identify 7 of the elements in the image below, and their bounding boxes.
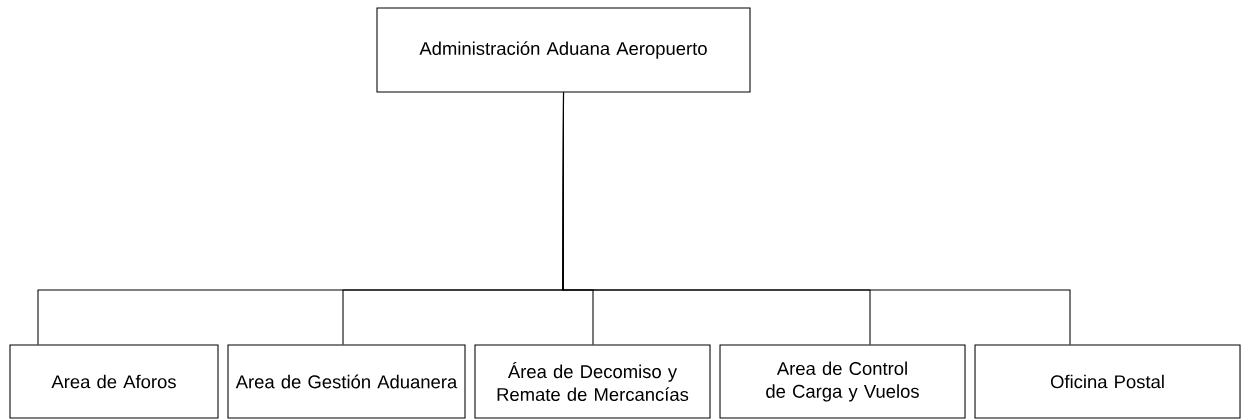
unit-box: Area de Gestión Aduanera [227, 344, 466, 419]
unit-box: Area de Aforos [9, 344, 219, 419]
org-box: Administración Aduana Aeropuerto [376, 7, 751, 93]
connector [562, 92, 1071, 345]
unit-box: Oficina Postal [974, 344, 1241, 419]
unit-box: Área de Decomiso y Remate de Mercancías [474, 344, 711, 419]
unit-box: Area de Control de Carga y Vuelos [719, 344, 966, 419]
